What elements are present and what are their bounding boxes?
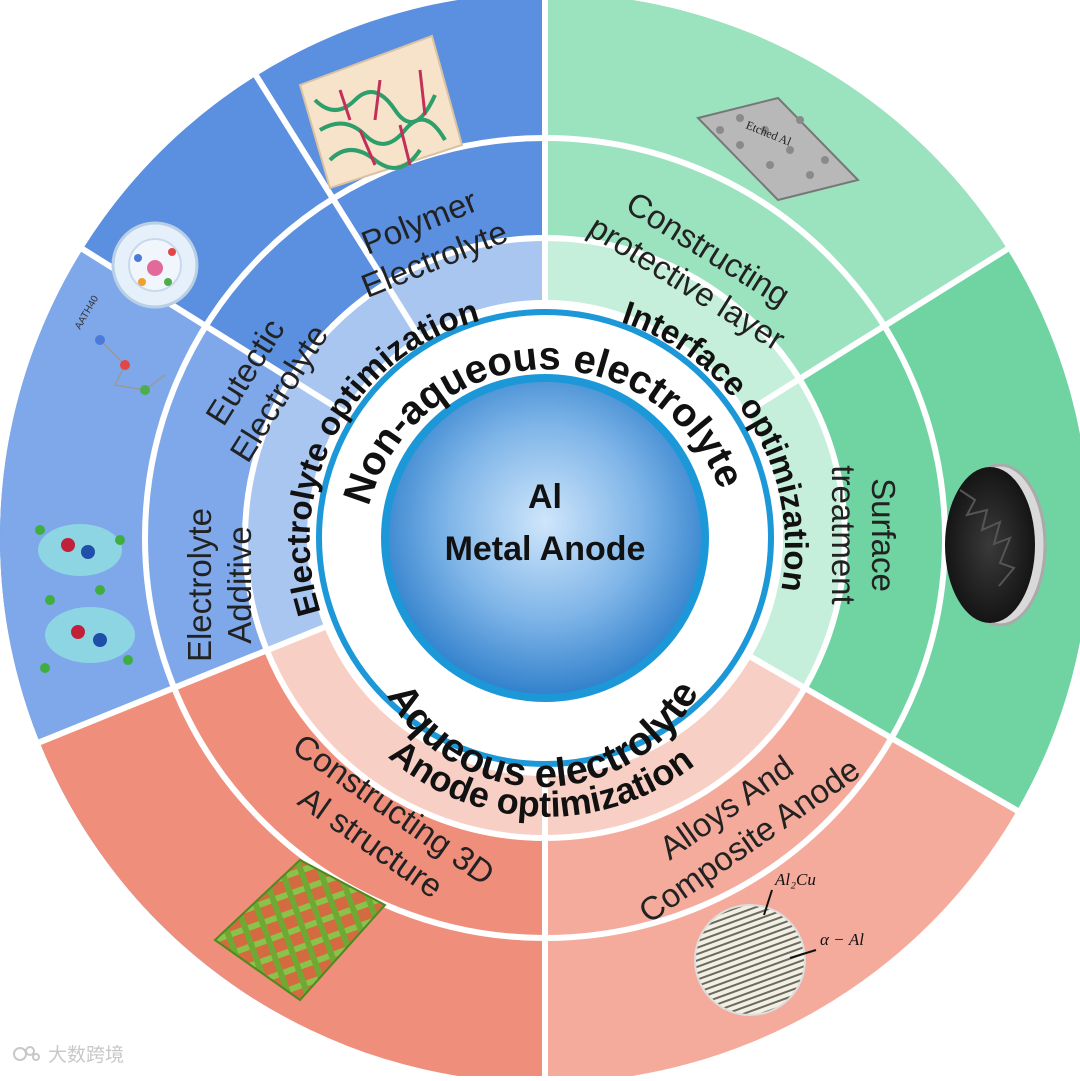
red-mid-sector: [545, 688, 892, 938]
svg-text:Surface: Surface: [865, 478, 902, 592]
strategy-ring: [144, 138, 945, 938]
inner-ring-outline: [316, 309, 774, 767]
category-sector-interface: [545, 238, 845, 688]
core-title-line1: Al: [528, 478, 562, 516]
separator-line: [749, 654, 1022, 815]
green-mid-sector-surface: [799, 326, 945, 738]
red-mid-sector-3d: [174, 650, 545, 938]
3d-al-structure-image: [213, 858, 387, 1002]
sector-separators: [35, 0, 1022, 1081]
svg-text:Al₂Cu: Al₂Cu: [774, 870, 816, 889]
polymer-network-image: [298, 34, 464, 190]
additive-cluster-image: [35, 524, 135, 673]
etched-al-image: Etched Al: [696, 96, 860, 202]
ring-separator: [242, 235, 848, 841]
separator-line: [745, 245, 1012, 415]
category-sector-anode: [266, 627, 805, 838]
red-outer-sector-alloys: [545, 688, 1017, 1081]
green-mid-sector: [545, 138, 885, 380]
eutectic-molecule-image: AATH40: [73, 221, 199, 395]
separator-line: [35, 624, 326, 747]
red-outer-sector-3d: [39, 650, 545, 1081]
ring-separator: [142, 135, 948, 941]
svg-text:Electrolyte: Electrolyte: [181, 508, 218, 662]
watermark: 大数跨境: [12, 1040, 124, 1067]
strategy-surface: Surface treatment: [825, 465, 902, 604]
svg-text:α − Al: α − Al: [820, 930, 864, 949]
core-circle: [381, 374, 709, 702]
blue-mid-sector-additive: [144, 326, 291, 688]
blue-mid-sector: [205, 138, 545, 380]
svg-text:treatment: treatment: [825, 465, 862, 604]
surface-treated-electrode-image: [945, 463, 1047, 627]
watermark-text: 大数跨境: [48, 1044, 125, 1066]
separator-line: [252, 71, 422, 338]
core-title-line2: Metal Anode: [445, 530, 646, 568]
svg-text:Additive: Additive: [221, 526, 258, 643]
watermark-logo-icon: [13, 1045, 40, 1061]
strategy-additive: Electrolyte Additive: [181, 508, 258, 662]
alloy-microstructure-image: Al₂Cu α − Al: [694, 870, 864, 1016]
